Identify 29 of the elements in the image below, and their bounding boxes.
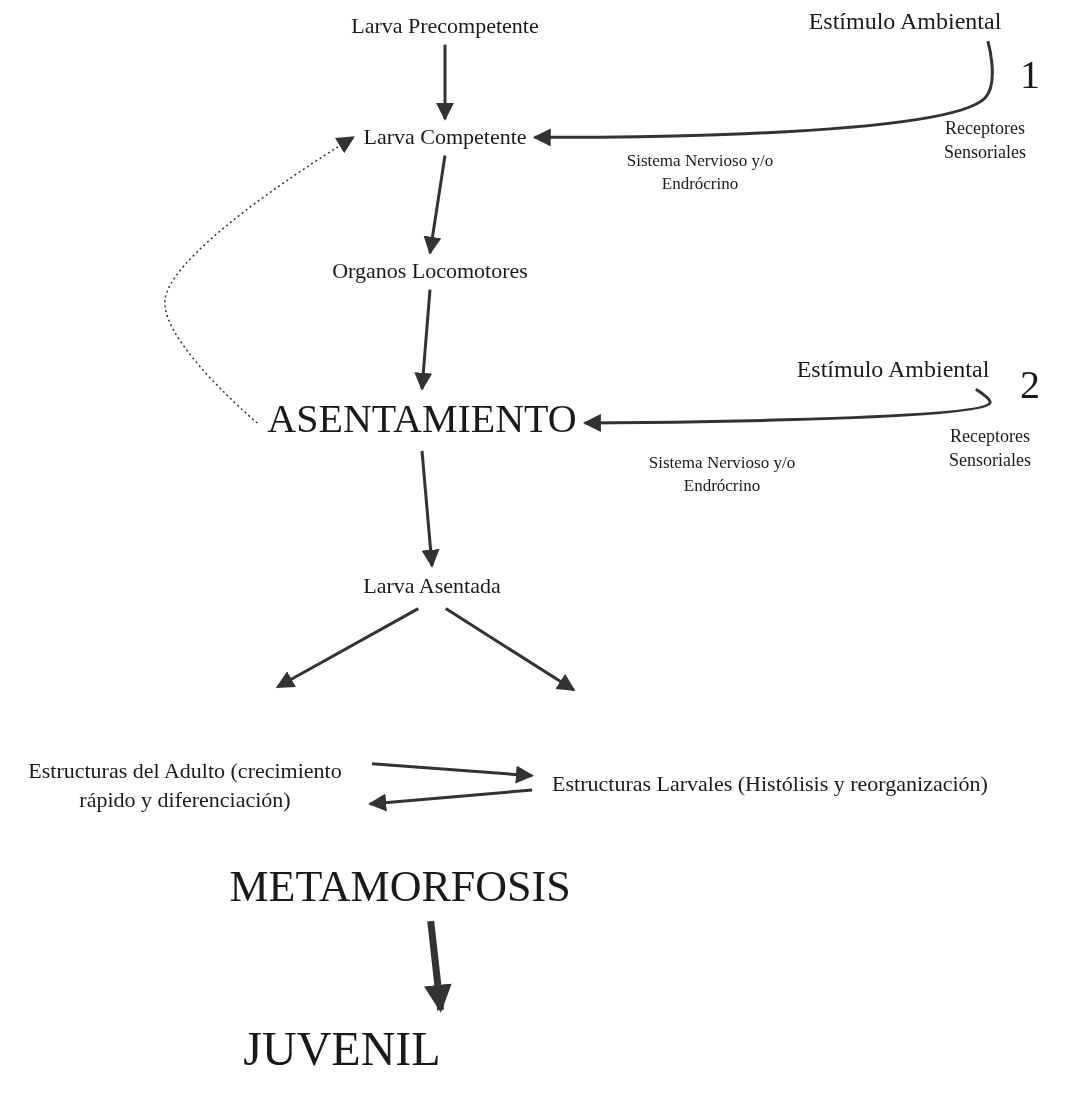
pathway-label: Receptores Sensoriales [943, 117, 1027, 165]
stage-label: Estructuras Larvales (Histólisis y reorganización) [552, 770, 988, 798]
pathway-label: Receptores Sensoriales [948, 425, 1032, 473]
arrow [414, 289, 433, 391]
dotted-arrow [164, 136, 355, 424]
arrow [275, 607, 419, 689]
stage-label: Estímulo Ambiental [796, 355, 990, 384]
stage-label: Organos Locomotores [332, 257, 528, 285]
stimulus-number: 1 [1019, 51, 1041, 99]
arrow [436, 44, 454, 121]
stage-label: METAMORFOSIS [229, 861, 571, 913]
stimulus-number: 2 [1019, 361, 1041, 409]
stage-label: Estímulo Ambiental [808, 7, 1002, 36]
pathway-label: Sistema Nervioso y/o Endrócrino [647, 452, 797, 497]
stage-label: Larva Competente [363, 123, 527, 151]
stage-label: Estructuras del Adulto (crecimiento rápido y diferenciación) [27, 757, 343, 814]
arrow [423, 155, 447, 255]
stage-label: JUVENIL [243, 1021, 441, 1077]
arrow [371, 762, 534, 784]
arrow [444, 607, 576, 692]
arrow [423, 920, 452, 1013]
arrow [368, 788, 533, 812]
arrow [420, 450, 440, 568]
stage-label: Larva Precompetente [351, 12, 539, 40]
pathway-label: Sistema Nervioso y/o Endrócrino [625, 150, 775, 195]
stage-label: Larva Asentada [363, 572, 501, 600]
arrow [582, 387, 992, 432]
stage-label: ASENTAMIENTO [267, 395, 577, 443]
arrow [532, 40, 994, 147]
